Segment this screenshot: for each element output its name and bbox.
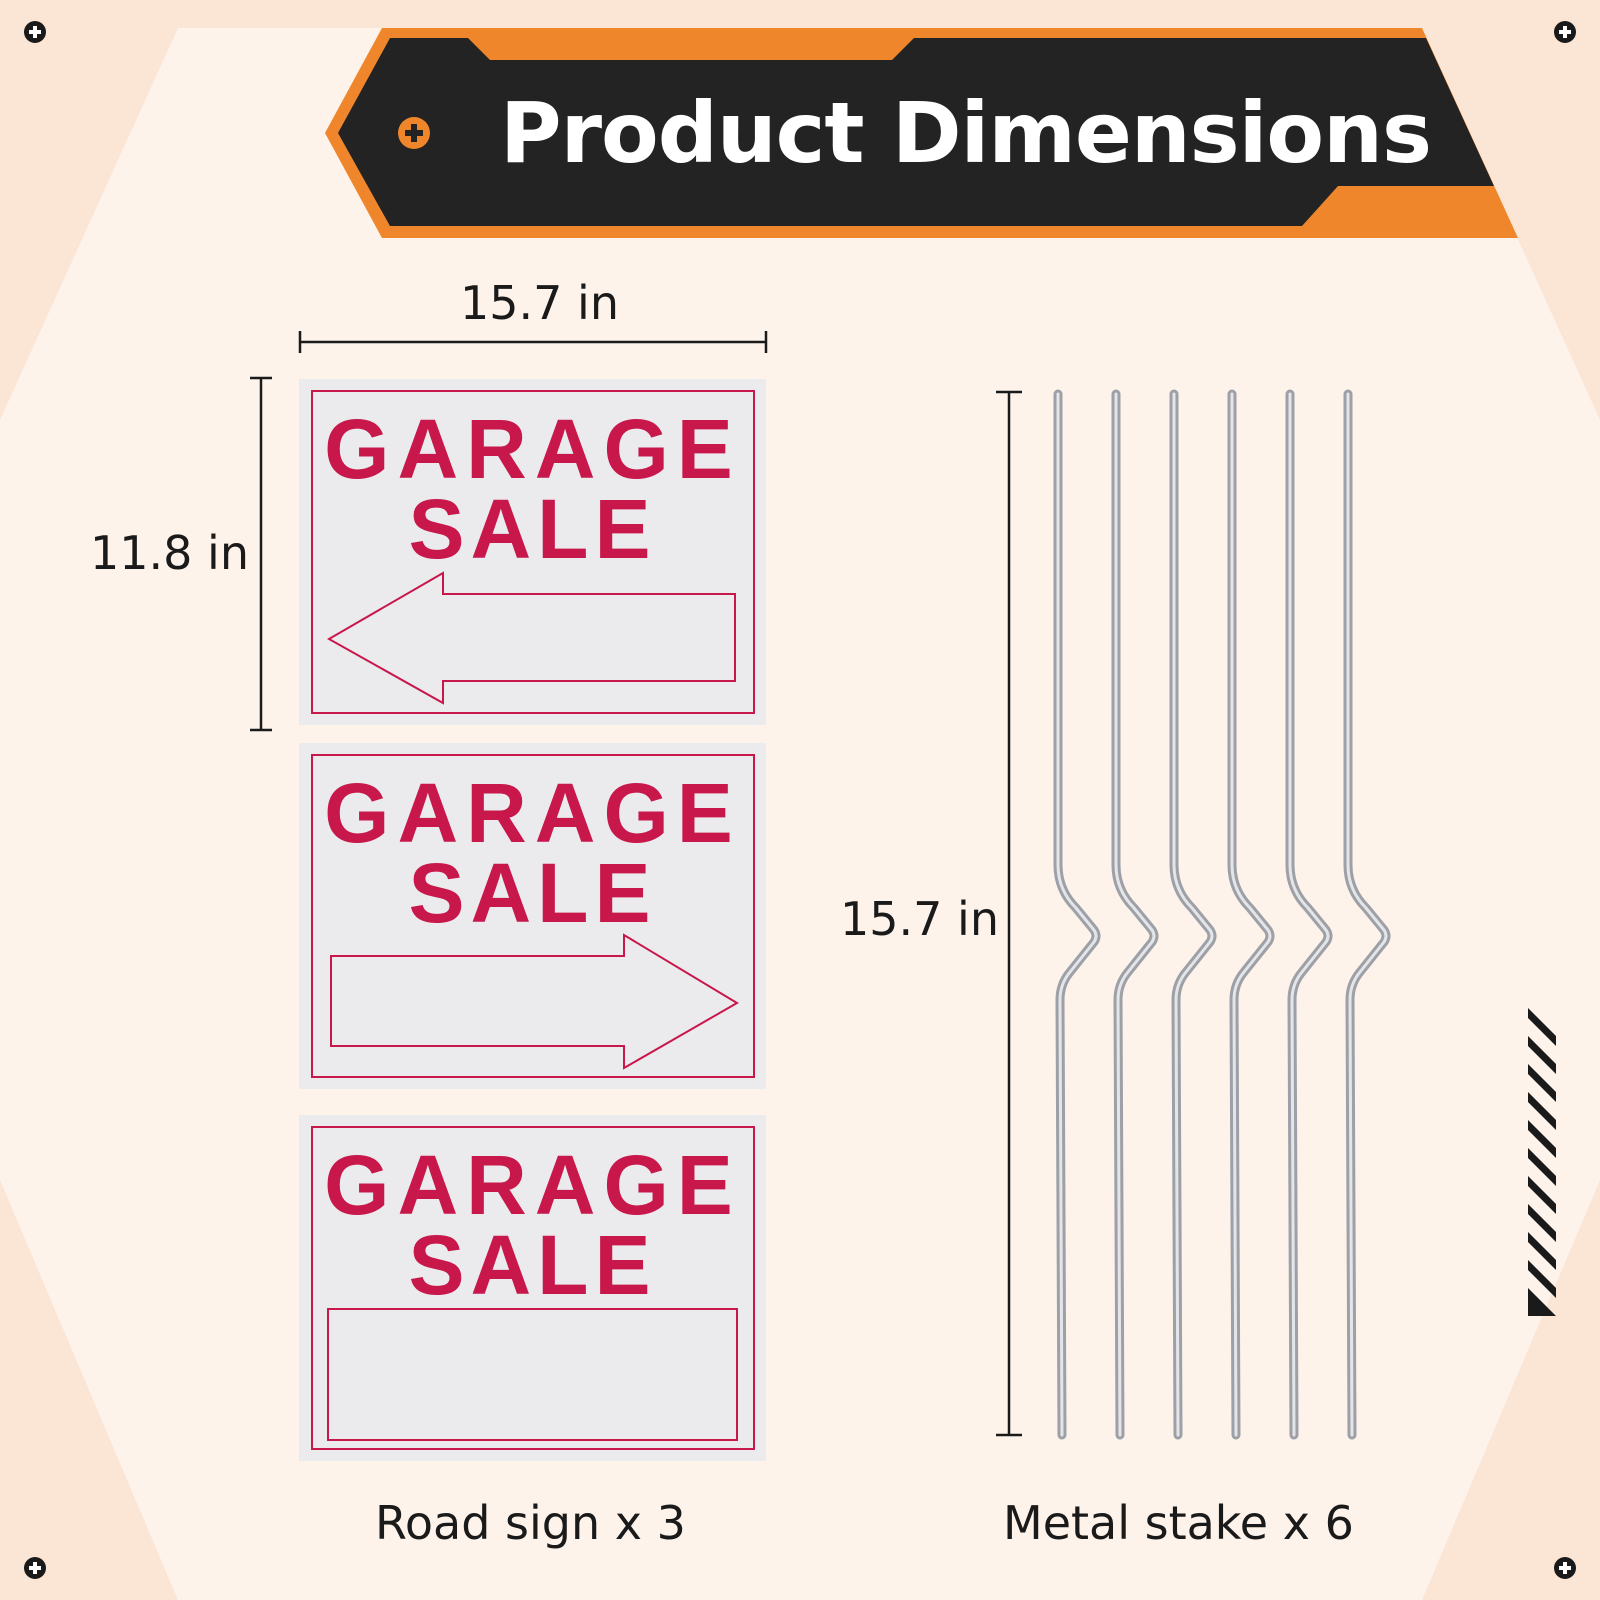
sign-text-line2: SALE xyxy=(408,846,657,940)
title-banner-dark xyxy=(338,38,1494,226)
plus-icon xyxy=(398,117,430,149)
sign-height-dimension-line xyxy=(250,376,272,732)
metal-stakes xyxy=(1053,389,1391,1440)
garage-sale-sign-left-arrow: GARAGE SALE xyxy=(299,379,766,725)
metal-stake xyxy=(1285,389,1333,1440)
sign-text-line2: SALE xyxy=(408,1218,657,1312)
diagonal-stripes xyxy=(1528,1008,1556,1316)
sign-border xyxy=(311,390,755,714)
blank-writing-box xyxy=(327,1308,738,1441)
metal-stake xyxy=(1169,389,1217,1440)
screw-icon xyxy=(24,21,46,43)
sign-text-line1: GARAGE xyxy=(324,402,741,496)
sign-height-label: 11.8 in xyxy=(90,526,249,580)
metal-stake xyxy=(1053,389,1101,1440)
sign-border xyxy=(311,754,755,1078)
screw-icon xyxy=(24,1557,46,1579)
metal-stake xyxy=(1227,389,1275,1440)
sign-text-line1: GARAGE xyxy=(324,766,741,860)
screw-icon xyxy=(1554,21,1576,43)
sign-width-label: 15.7 in xyxy=(460,276,619,330)
stake-length-label: 15.7 in xyxy=(840,892,999,946)
metal-stake xyxy=(1343,389,1391,1440)
right-arrow-icon xyxy=(330,933,739,1070)
page-title: Product Dimensions xyxy=(500,84,1432,182)
sign-border xyxy=(311,1126,755,1450)
garage-sale-sign-right-arrow: GARAGE SALE xyxy=(299,743,766,1089)
signs-caption: Road sign x 3 xyxy=(375,1496,686,1550)
barcode-ticks xyxy=(500,39,656,53)
sign-width-dimension-line xyxy=(298,331,768,353)
screw-icon xyxy=(1554,1557,1576,1579)
sign-text-line2: SALE xyxy=(408,482,657,576)
stake-length-dimension-line xyxy=(996,390,1022,1437)
left-arrow-icon xyxy=(326,571,736,705)
metal-stake xyxy=(1111,389,1159,1440)
garage-sale-sign-blank: GARAGE SALE xyxy=(299,1115,766,1461)
sign-text-line1: GARAGE xyxy=(324,1138,741,1232)
stakes-caption: Metal stake x 6 xyxy=(1003,1496,1354,1550)
